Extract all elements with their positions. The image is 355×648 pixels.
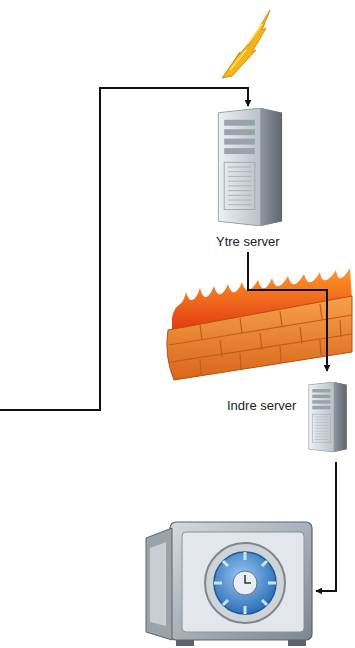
storage-wire [316, 462, 336, 591]
server-node: Indre server [226, 372, 348, 462]
server-node: Ytre server [200, 106, 296, 252]
server-label: Ytre server [215, 234, 281, 249]
uplink-wire [0, 88, 248, 410]
server-label: Indre server [226, 398, 297, 413]
connector-arrow [248, 252, 327, 371]
